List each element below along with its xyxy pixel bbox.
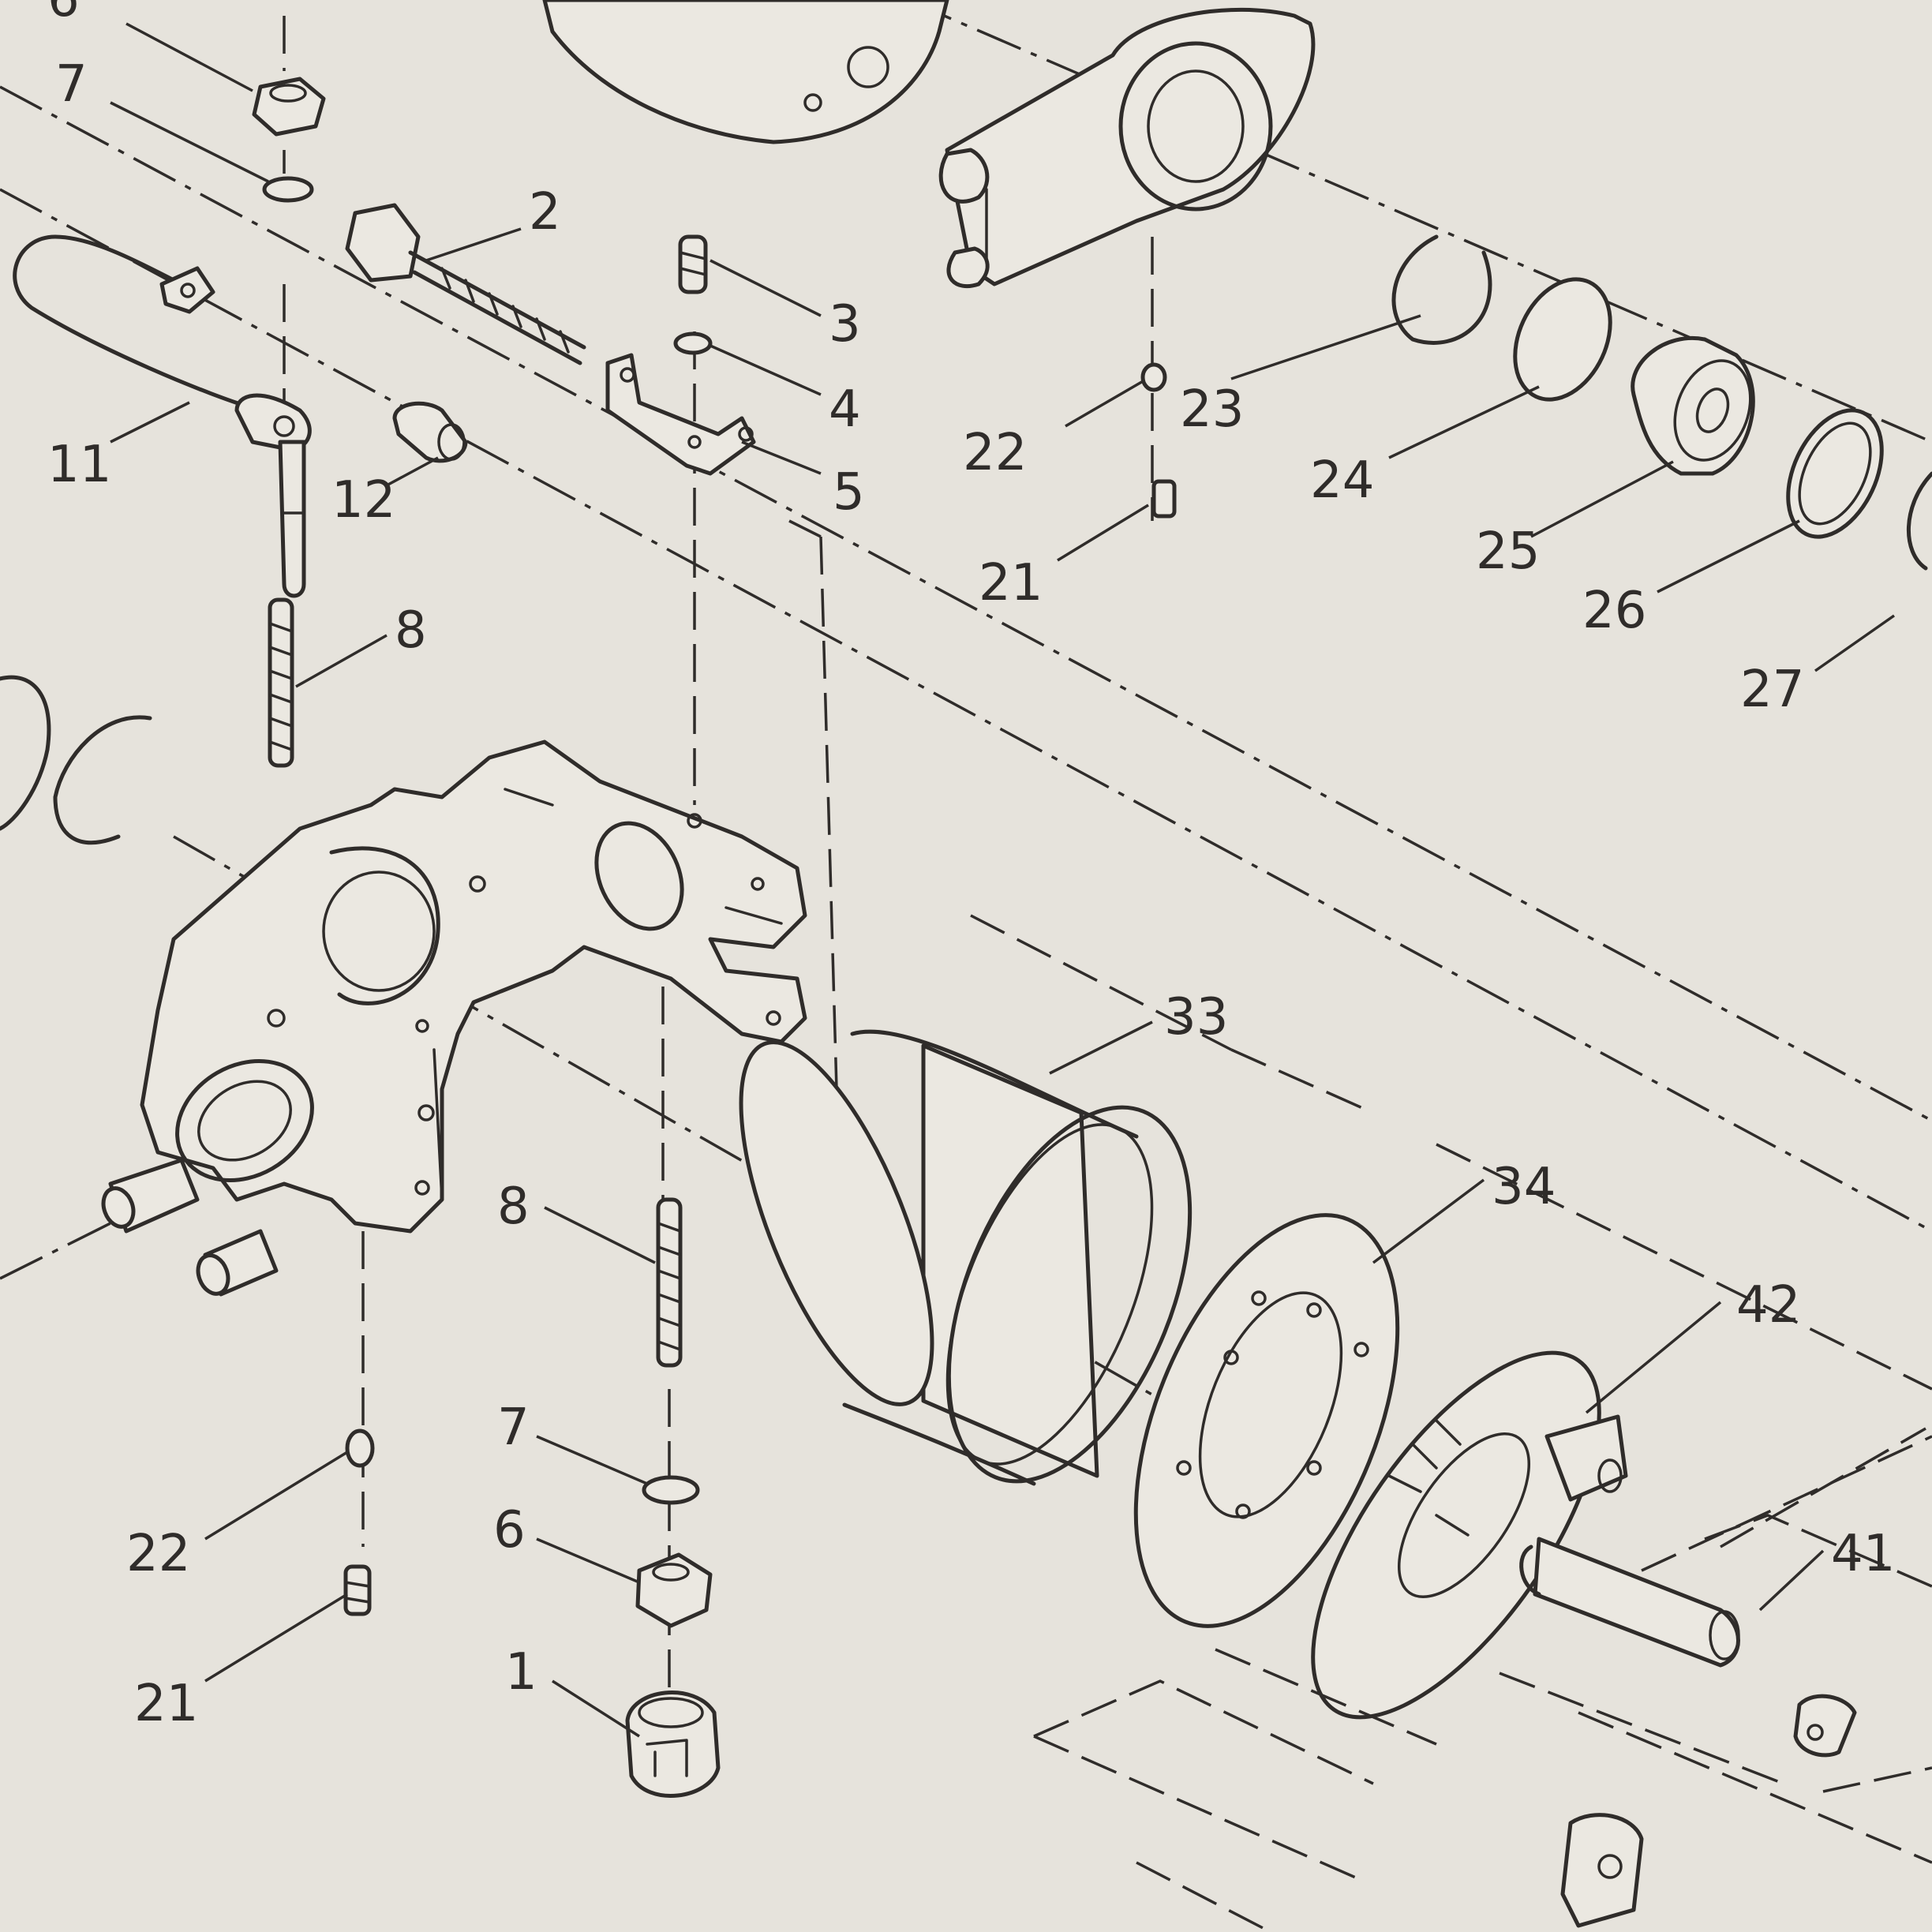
callout-41: 41 <box>1831 1525 1895 1583</box>
compression-spring-upper <box>268 597 294 768</box>
compression-spring-lower <box>656 1197 683 1368</box>
callout-23: 23 <box>1180 380 1244 439</box>
callout-22-lower: 22 <box>126 1525 190 1583</box>
callout-26: 26 <box>1582 582 1646 640</box>
set-screw-ball-right <box>1140 362 1177 519</box>
main-housing <box>101 739 807 1297</box>
callout-42: 42 <box>1736 1276 1800 1335</box>
callout-2: 2 <box>529 183 561 242</box>
callout-8-lower: 8 <box>497 1178 530 1236</box>
lock-washer-top <box>262 176 314 203</box>
callout-7-lower: 7 <box>497 1398 530 1457</box>
hex-nut-lower <box>635 1552 713 1628</box>
shim-washer <box>1786 408 1884 539</box>
callout-24: 24 <box>1310 451 1374 510</box>
hex-nut-top <box>252 77 326 137</box>
bushing <box>392 401 468 463</box>
snap-ring-right <box>1391 234 1492 345</box>
callout-6-lower: 6 <box>493 1501 526 1559</box>
callout-7-top: 7 <box>55 55 88 114</box>
callout-33: 33 <box>1164 988 1228 1046</box>
base-frame-outline <box>1033 1427 1932 1932</box>
drive-shaft <box>1519 1537 1740 1668</box>
ball-bearing <box>1631 336 1755 476</box>
callout-27: 27 <box>1740 661 1804 719</box>
lock-washer-lower <box>642 1475 700 1505</box>
adjusting-screw <box>345 203 586 365</box>
callout-34: 34 <box>1492 1158 1556 1216</box>
callout-12: 12 <box>331 471 395 530</box>
upper-housing-fragment <box>542 0 949 144</box>
thrust-washer <box>1513 277 1612 402</box>
callout-5: 5 <box>833 463 865 522</box>
edge-part-right <box>1906 471 1932 571</box>
callout-labels: 6 7 2 3 4 5 11 12 8 8 7 6 1 22 21 22 21 … <box>47 0 1895 1733</box>
bottom-brackets <box>1560 1694 1857 1928</box>
connecting-arm <box>938 7 1316 289</box>
adjusting-knob <box>625 1690 721 1798</box>
callout-6-top: 6 <box>47 0 80 28</box>
callout-21-upper: 21 <box>979 554 1043 612</box>
wire-cable <box>13 234 263 413</box>
small-screw <box>678 234 708 294</box>
callout-25: 25 <box>1476 522 1540 581</box>
set-screw-ball-left <box>343 1428 375 1616</box>
callout-11: 11 <box>47 436 111 494</box>
leader-lines <box>110 22 1896 1738</box>
cylinder-sleeve <box>739 1029 1193 1486</box>
snap-ring-left <box>53 715 152 845</box>
callout-21-lower: 21 <box>134 1675 198 1733</box>
gasket-plate <box>1133 1213 1400 1628</box>
callout-1: 1 <box>505 1643 537 1702</box>
callout-8-top: 8 <box>395 601 427 660</box>
small-washer <box>673 331 713 355</box>
bracket-plate <box>605 353 756 476</box>
callout-3: 3 <box>829 295 861 354</box>
lever-arm <box>234 393 312 598</box>
callout-4: 4 <box>829 380 861 439</box>
left-washer-partial <box>0 675 51 831</box>
callout-22-upper: 22 <box>963 424 1027 482</box>
